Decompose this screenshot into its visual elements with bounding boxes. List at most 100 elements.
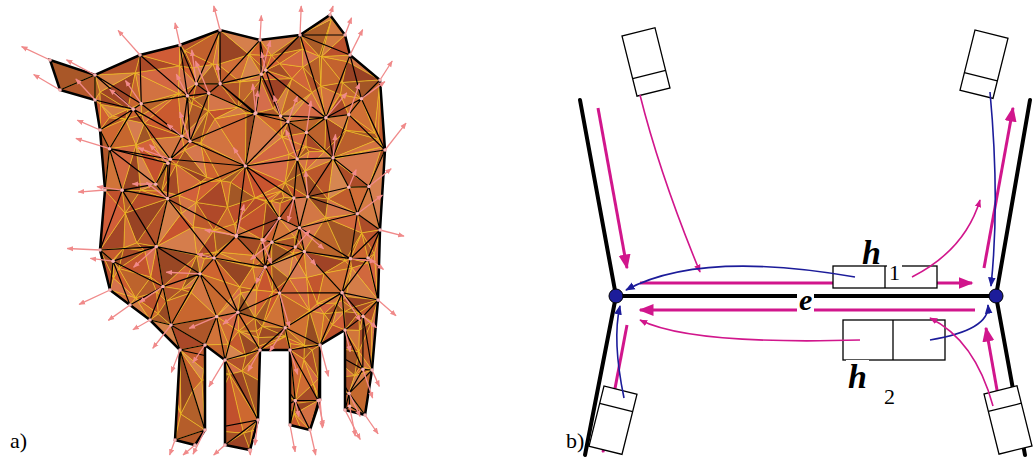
normal-arrow: [385, 123, 406, 150]
normal-base: [148, 318, 152, 322]
normal-base: [139, 102, 143, 106]
normal-base: [169, 323, 173, 327]
half-edge-arrows: [598, 108, 1013, 452]
normal-base: [258, 348, 262, 352]
normal-arrow: [270, 328, 286, 352]
normal-base: [355, 212, 359, 216]
normal-arrow: [363, 316, 376, 327]
normal-base: [58, 88, 62, 92]
normal-base: [166, 161, 170, 165]
mesh-triangle: [126, 119, 145, 145]
normal-arrow: [223, 312, 238, 324]
normal-arrow: [349, 170, 356, 188]
normal-base: [178, 348, 182, 352]
normal-base: [348, 405, 352, 409]
normal-base: [48, 58, 52, 62]
normal-arrow: [97, 187, 122, 191]
normal-base: [260, 238, 264, 242]
normal-arrow: [363, 369, 373, 398]
normal-base: [348, 53, 352, 57]
normal-arrow: [295, 230, 310, 247]
mesh-triangle: [319, 376, 355, 393]
normal-base: [253, 112, 257, 116]
normal-base: [302, 250, 306, 254]
normal-base: [270, 240, 274, 244]
normal-base: [218, 28, 222, 32]
normal-base: [279, 114, 283, 118]
mesh-triangle: [215, 113, 246, 166]
normal-arrow: [274, 96, 281, 116]
normal-arrow: [306, 101, 311, 133]
normal-base: [295, 157, 299, 161]
mesh-triangle: [124, 213, 137, 248]
normal-arrow: [318, 401, 323, 427]
normal-arrow: [286, 130, 297, 159]
normal-base: [103, 188, 107, 192]
normal-base: [128, 303, 132, 307]
normal-base: [166, 197, 170, 201]
mesh-triangle: [304, 350, 319, 379]
half-edge-label: h: [846, 360, 869, 394]
normal-arrow: [197, 254, 214, 258]
normal-base: [188, 139, 192, 143]
normal-base: [298, 226, 302, 230]
normal-arrow: [108, 305, 130, 320]
normal-base: [288, 423, 292, 427]
normal-base: [161, 285, 165, 289]
normal-arrow: [77, 120, 100, 130]
normal-arrow: [76, 79, 95, 100]
normal-arrow: [234, 148, 246, 166]
mesh-triangle: [50, 45, 180, 60]
normal-arrow: [260, 15, 261, 40]
mesh-triangle: [196, 64, 220, 84]
normal-arrow: [253, 84, 256, 113]
normal-arrow: [288, 96, 297, 121]
normal-base: [180, 134, 184, 138]
normal-base: [278, 216, 282, 220]
normal-base: [324, 116, 328, 120]
normal-base: [207, 91, 211, 95]
normal-base: [316, 399, 320, 403]
normal-arrow: [378, 300, 396, 316]
mesh-triangle: [320, 345, 359, 376]
normal-arrow: [189, 317, 217, 329]
mesh-triangle: [333, 139, 382, 158]
mesh-triangle: [255, 183, 285, 198]
normal-base: [343, 33, 347, 37]
normal-base: [93, 73, 97, 77]
normal-base: [318, 343, 322, 347]
normal-base: [138, 53, 142, 57]
coarse-mesh: [50, 15, 385, 450]
normal-base: [378, 228, 382, 232]
normal-arrow: [261, 41, 270, 74]
normal-base: [361, 367, 365, 371]
normal-arrow: [134, 247, 157, 268]
panel-label: b): [566, 430, 584, 452]
normal-arrow: [193, 345, 205, 363]
normal-base: [298, 33, 302, 37]
normal-base: [264, 68, 268, 72]
normal-arrow: [380, 61, 392, 80]
normal-base: [93, 98, 97, 102]
normal-base: [278, 291, 282, 295]
normal-arrow: [147, 182, 168, 198]
normal-arrow: [170, 440, 175, 455]
normal-base: [340, 291, 344, 295]
normal-base: [168, 157, 172, 161]
normal-base: [306, 195, 310, 199]
normal-arrow: [290, 350, 298, 374]
normal-arrow: [90, 258, 113, 261]
normal-base: [283, 326, 287, 330]
normal-arrow: [209, 360, 225, 387]
normal-arrow: [372, 370, 379, 386]
normal-arrow: [306, 171, 308, 197]
mesh-triangle: [95, 73, 135, 92]
normal-arrow: [248, 350, 260, 371]
mesh-triangle: [217, 293, 241, 317]
mesh-triangle: [110, 278, 135, 298]
normal-arrow: [132, 183, 155, 185]
mesh-edges: [580, 100, 1030, 455]
normal-base: [218, 82, 222, 86]
normal-arrow: [288, 198, 294, 222]
mesh-triangle: [240, 267, 257, 290]
